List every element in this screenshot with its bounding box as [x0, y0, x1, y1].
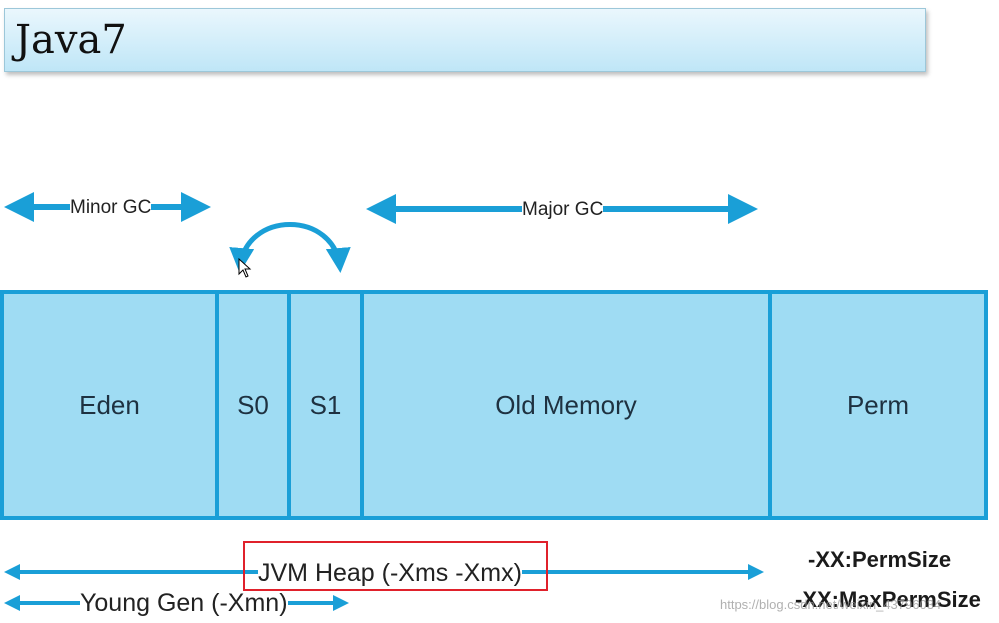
region-perm: Perm — [772, 290, 988, 520]
young-gen-label: Young Gen (-Xmn) — [80, 589, 288, 618]
major-gc-label: Major GC — [522, 199, 604, 221]
survivor-swap-arrow — [229, 222, 351, 273]
region-s0: S0 — [219, 290, 291, 520]
region-old-memory: Old Memory — [364, 290, 772, 520]
watermark: https://blog.csdn.net/weixin_43796034 — [720, 597, 942, 612]
jvm-heap-label: JVM Heap (-Xms -Xmx) — [258, 559, 522, 588]
mouse-cursor-icon — [238, 258, 252, 278]
maxpermsize-option: -XX:MaxPermSize — [795, 587, 981, 612]
highlight-box — [243, 541, 548, 591]
permsize-option: -XX:PermSize — [808, 547, 952, 572]
slide-title: Java7 — [15, 17, 127, 63]
region-eden: Eden — [0, 290, 219, 520]
title-banner: Java7 — [4, 8, 926, 72]
heap-regions: Eden S0 S1 Old Memory Perm — [0, 290, 988, 520]
minor-gc-label: Minor GC — [70, 197, 152, 219]
region-s1: S1 — [291, 290, 364, 520]
